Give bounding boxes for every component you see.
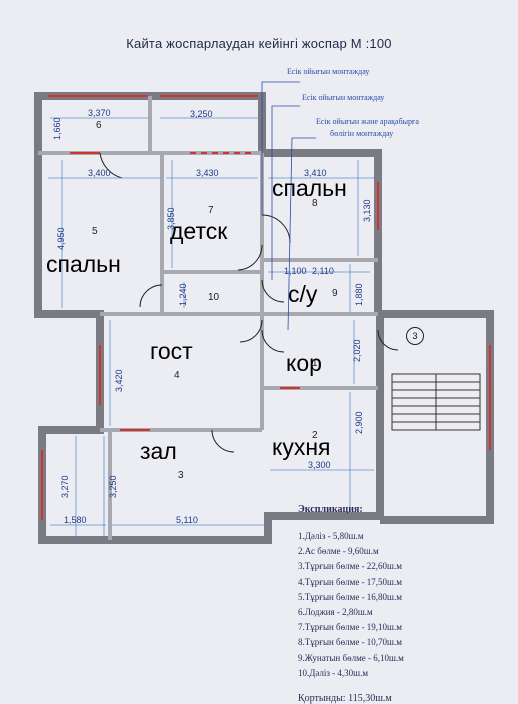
dim-6-height: 1,660 [52,117,62,140]
dim-3-width-2: 5,110 [176,515,198,525]
annotation-leaders [261,81,316,331]
dim-3-height-1: 3,270 [60,475,70,498]
dimension-lines [48,117,374,536]
annotation-door-partition-line2: бөлігін монтаждау [330,129,394,138]
annotation-door-partition-line1: Есік ойығын және арақабырға [316,117,419,126]
stairs [391,373,481,431]
room-label-kids-room: детск [170,218,228,244]
dim-5-height: 4,950 [56,227,66,250]
explication-item-10: 10.Дәліз - 4,30ш.м [298,667,369,678]
explication-item-3: 3.Тұрғын бөлме - 22,60ш.м [298,561,402,572]
room-number-9: 9 [332,288,338,299]
explication-item-7: 7.Тұрғын бөлме - 19,10ш.м [298,622,402,633]
dim-2-width: 3,300 [308,460,331,470]
dim-1-height: 2,020 [352,339,362,362]
room-number-4: 4 [174,370,180,381]
room-number-5: 5 [92,226,98,237]
room-label-bathroom: с/у [288,281,318,307]
dim-5-width: 3,400 [88,168,111,178]
doors-windows [41,95,491,520]
explication-item-9: 9.Жунатын бөлме - 6,10ш.м [298,652,404,663]
explication-item-5: 5.Тұрғын бөлме - 16,80ш.м [298,591,402,602]
room-label-bedroom-5: спальн [46,251,121,277]
annotation-door-2: Есік ойығын монтаждау [302,93,385,102]
plan-title: Кайта жоспарлаудан кейінгі жоспар М :100 [126,36,392,51]
dim-8-height: 3,130 [362,199,372,222]
room-number-2: 2 [312,430,318,441]
room-number-6: 6 [96,120,102,131]
room-number-3: 3 [178,470,184,481]
dim-9-height: 1,880 [354,283,364,306]
room-number-7: 7 [208,205,214,216]
room-number-10: 10 [208,292,220,303]
room-label-corridor: кор [286,350,322,376]
room-label-hall: зал [140,438,177,464]
dim-9-b: 2,110 [312,266,334,276]
explication-item-6: 6.Лоджия - 2,80ш.м [298,607,373,618]
room-label-bedroom-8: спальн [272,175,347,201]
explication-item-4: 4.Тұрғын бөлме - 17,50ш.м [298,576,402,587]
dim-2-height: 2,900 [354,411,364,434]
dim-10-height: 1,240 [178,283,188,306]
explication-block: Экспликация: 1.Дәліз - 5,80ш.м 2.Ас бөлм… [298,504,508,704]
stair-marker: 3 [406,327,424,345]
explication-item-8: 8.Тұрғын бөлме - 10,70ш.м [298,637,402,648]
dim-6-b: 3,250 [190,109,213,119]
explication-heading: Экспликация: [298,504,363,515]
room-label-kitchen: кухня [272,434,331,460]
dim-3-height-2: 3,250 [108,475,118,498]
explication-item-2: 2.Ас бөлме - 9,60ш.м [298,546,379,557]
dim-4-height: 3,420 [114,369,124,392]
dim-3-width-1: 1,580 [64,515,87,525]
room-number-1: 1 [312,358,318,369]
explication-item-1: 1.Дәліз - 5,80ш.м [298,531,364,541]
dim-7-width: 3,430 [196,168,219,178]
dim-6-width: 3,370 [88,108,111,118]
annotation-door-1: Есік ойығын монтаждау [287,67,370,76]
dim-8-width: 3,410 [304,168,327,178]
room-number-8: 8 [312,198,318,209]
dim-9-a: 1,100 [284,266,307,276]
room-label-guest-room: гост [150,338,193,364]
